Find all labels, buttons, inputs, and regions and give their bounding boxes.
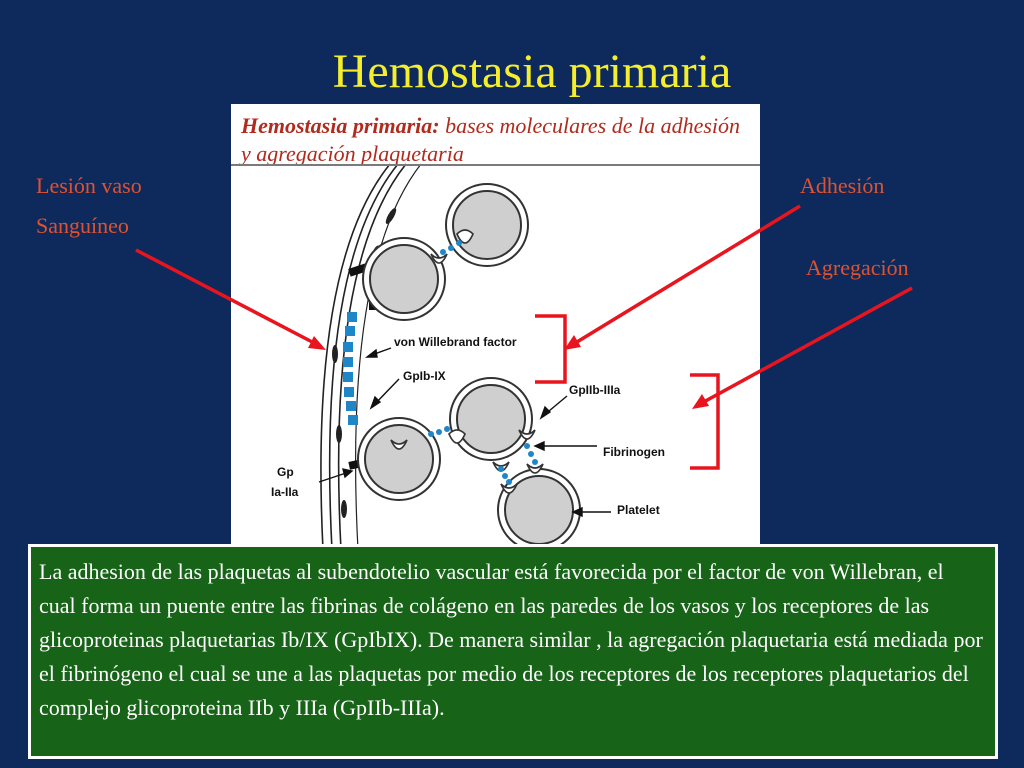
- agregacion-label: Agregación: [806, 255, 909, 280]
- gpiib-iiia-receptors: [390, 229, 544, 494]
- figure-panel: von Willebrand factor GpIb-IX GpIIb-IIIa…: [231, 104, 760, 550]
- platelet-label: Platelet: [617, 503, 660, 517]
- lesion-label: Lesión vaso Sanguíneo: [36, 166, 142, 246]
- fibrinogen-chains: [428, 240, 538, 485]
- slide-title: Hemostasia primaria: [332, 45, 732, 98]
- explanation-box: La adhesion de las plaquetas al subendot…: [28, 544, 998, 759]
- vwf-label: von Willebrand factor: [394, 335, 517, 349]
- platelets: [357, 183, 581, 550]
- adhesion-label: Adhesión: [800, 173, 885, 198]
- fibrinogen-label: Fibrinogen: [603, 445, 665, 459]
- lesion-label-line1: Lesión vaso: [36, 173, 142, 198]
- gpib-label: GpIb-IX: [403, 369, 446, 383]
- figure-caption: Hemostasia primaria: bases moleculares d…: [241, 112, 746, 168]
- diagram-pointers: [318, 347, 611, 518]
- lesion-label-line2: Sanguíneo: [36, 213, 129, 238]
- vessel-wall: [320, 163, 422, 550]
- gpiib-label: GpIIb-IIIa: [569, 383, 621, 397]
- platelet-adhesion-diagram: von Willebrand factor GpIb-IX GpIIb-IIIa…: [271, 163, 665, 550]
- gp-label: Gp: [277, 465, 294, 479]
- gp-sub-label: Ia-IIa: [271, 485, 299, 499]
- caption-divider: [231, 164, 760, 166]
- explanation-text: La adhesion de las plaquetas al subendot…: [39, 559, 983, 720]
- figure-caption-bold: Hemostasia primaria:: [241, 113, 440, 138]
- figure-caption-rest: bases moleculares de la adhesión y agreg…: [241, 113, 741, 166]
- vwf-multimers: [343, 312, 358, 425]
